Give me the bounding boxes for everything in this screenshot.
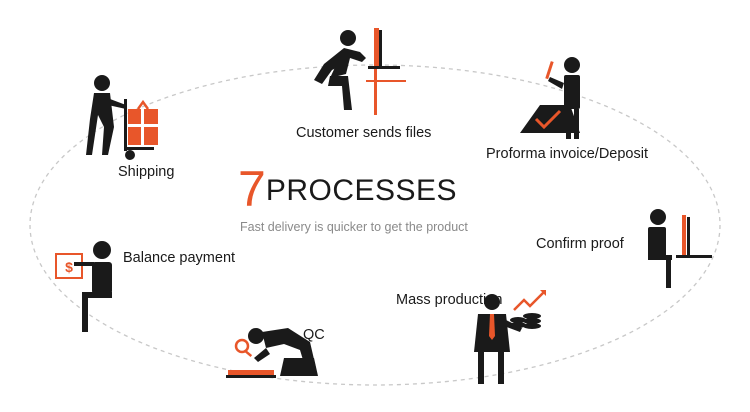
center-title: 7PROCESSES bbox=[238, 160, 457, 218]
cycle-ring bbox=[29, 64, 721, 386]
step-label-shipping: Shipping bbox=[118, 164, 175, 180]
person-reviewing-monitor-icon bbox=[648, 209, 712, 288]
person-signing-document-icon bbox=[520, 57, 580, 139]
title-word: PROCESSES bbox=[265, 174, 458, 207]
title-number: 7 bbox=[238, 161, 266, 217]
step-label-proforma-invoice: Proforma invoice/Deposit bbox=[486, 146, 648, 162]
person-at-computer-icon bbox=[314, 28, 406, 115]
svg-text:$: $ bbox=[65, 259, 73, 275]
step-label-balance-payment: Balance payment bbox=[123, 250, 236, 266]
person-paying-dollar-icon: $ bbox=[55, 241, 112, 332]
step-label-mass-production: Mass production bbox=[396, 292, 503, 308]
person-pushing-cart-icon bbox=[86, 75, 158, 160]
step-label-confirm-proof: Confirm proof bbox=[536, 236, 624, 252]
businessman-growth-coins-icon bbox=[474, 290, 546, 384]
person-inspecting-magnifier-icon bbox=[226, 328, 318, 378]
subtitle: Fast delivery is quicker to get the prod… bbox=[240, 220, 468, 234]
step-label-qc: QC bbox=[303, 327, 325, 343]
step-label-customer-sends-files: Customer sends files bbox=[296, 125, 432, 141]
